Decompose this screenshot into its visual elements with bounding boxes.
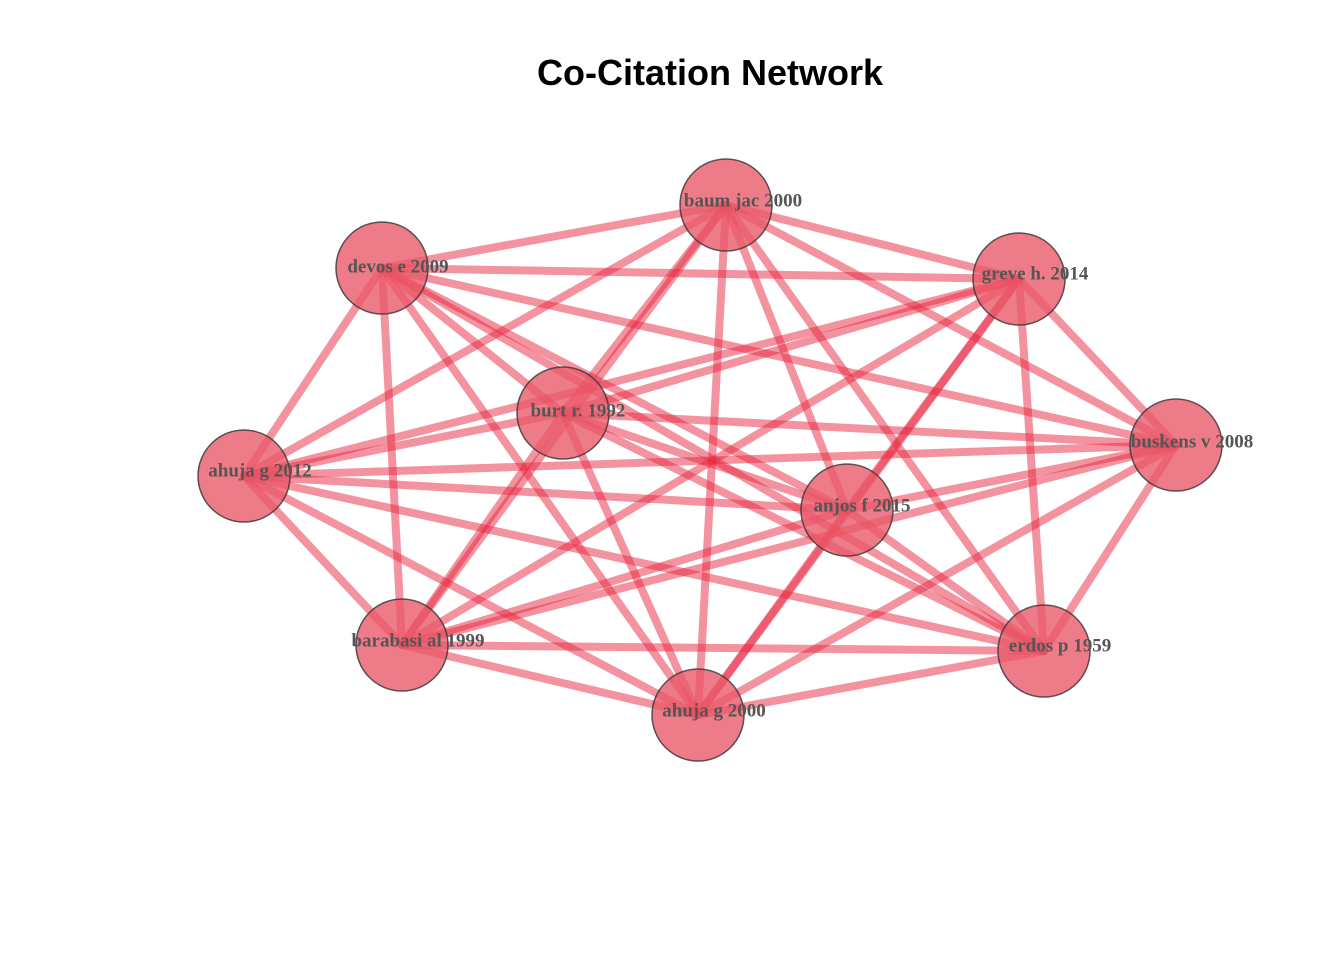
node-baum[interactable]	[679, 158, 773, 252]
edge-baum-devos	[378, 201, 730, 272]
node-label-anjos: anjos f 2015	[813, 495, 910, 516]
edge-anjos-barabasi	[398, 506, 851, 649]
edge-devos-barabasi	[378, 264, 406, 649]
node-greve[interactable]	[972, 232, 1066, 326]
edge-ahuja2012-anjos	[240, 472, 851, 514]
edge-baum-ahuja2012	[240, 201, 730, 480]
page-title: Co-Citation Network	[537, 52, 883, 93]
edge-barabasi-erdos	[398, 641, 1048, 655]
edge-devos-buskens	[378, 264, 1180, 449]
node-label-ahuja2000: ahuja g 2000	[662, 700, 765, 721]
node-label-buskens: buskens v 2008	[1131, 431, 1254, 452]
edge-ahuja2012-ahuja2000	[240, 472, 702, 719]
node-label-erdos: erdos p 1959	[1009, 635, 1111, 656]
edge-buskens-barabasi	[398, 441, 1180, 649]
edge-greve-ahuja2012	[240, 275, 1023, 480]
nodes-layer	[197, 158, 1223, 762]
node-burt[interactable]	[516, 366, 610, 460]
edge-burt-ahuja2012	[240, 409, 567, 480]
node-ahuja2012[interactable]	[197, 429, 291, 523]
node-label-ahuja2012: ahuja g 2012	[208, 460, 311, 481]
labels-layer: baum jac 2000 devos e 2009 greve h. 2014 bu…	[208, 190, 1253, 721]
edge-buskens-ahuja2012	[240, 441, 1180, 480]
node-devos[interactable]	[335, 221, 429, 315]
node-label-devos: devos e 2009	[347, 256, 448, 277]
edge-greve-erdos	[1015, 275, 1048, 655]
node-label-baum: baum jac 2000	[684, 190, 802, 211]
edge-burt-buskens	[559, 409, 1180, 449]
node-label-burt: burt r. 1992	[531, 400, 626, 421]
node-label-greve: greve h. 2014	[982, 263, 1089, 284]
node-anjos[interactable]	[800, 463, 894, 557]
node-barabasi[interactable]	[355, 598, 449, 692]
node-erdos[interactable]	[997, 604, 1091, 698]
edge-baum-buskens	[722, 201, 1180, 449]
edge-buskens-ahuja2000	[694, 441, 1180, 719]
node-buskens[interactable]	[1129, 398, 1223, 492]
node-ahuja2000[interactable]	[651, 668, 745, 762]
node-label-barabasi: barabasi al 1999	[351, 630, 484, 651]
edge-burt-erdos	[559, 409, 1048, 655]
edge-barabasi-ahuja2000	[398, 641, 702, 719]
edge-erdos-ahuja2000	[694, 647, 1048, 719]
edge-devos-greve	[378, 264, 1023, 283]
edge-ahuja2012-erdos	[240, 472, 1048, 655]
edge-baum-greve	[722, 201, 1023, 283]
